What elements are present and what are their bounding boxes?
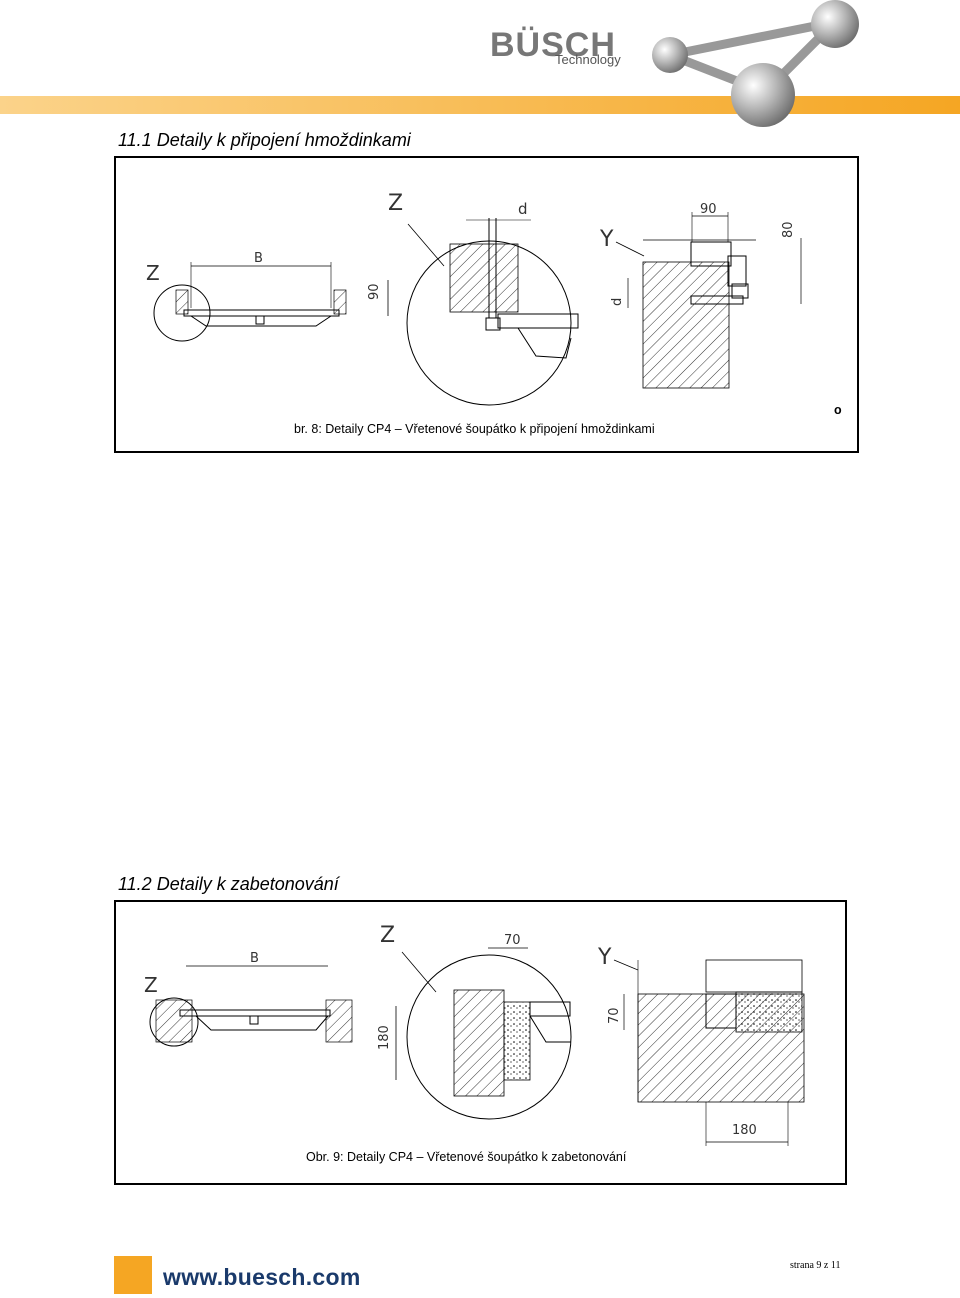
drawing-dowel-connection: Z B 90 Z d Y 90 bbox=[146, 191, 802, 406]
logo-ball-right bbox=[811, 0, 859, 48]
label-z-small: Z bbox=[146, 261, 160, 285]
footer-website-link[interactable]: www.buesch.com bbox=[163, 1264, 361, 1290]
detail-circle-z-small bbox=[153, 284, 211, 342]
label-y: Y bbox=[599, 227, 614, 252]
label-z-large: Z bbox=[388, 191, 403, 216]
label-w180: 180 bbox=[732, 1123, 757, 1138]
footer-accent-square bbox=[114, 1256, 152, 1294]
label-h70: 70 bbox=[607, 1007, 622, 1024]
label-h80: 80 bbox=[781, 221, 796, 238]
label-d2: d bbox=[610, 298, 625, 306]
label-z-small-2: Z bbox=[144, 973, 158, 997]
label-h180: 180 bbox=[377, 1025, 392, 1050]
section-heading-dowel: 11.1 Detaily k připojení hmoždinkami bbox=[118, 130, 411, 150]
figure-dowel-details: Z B 90 Z d Y 90 bbox=[114, 156, 859, 453]
label-z-large-2: Z bbox=[380, 923, 395, 948]
label-h90: 90 bbox=[367, 283, 382, 300]
label-d1: d bbox=[518, 200, 528, 218]
logo-ball-bottom bbox=[731, 63, 795, 127]
header bbox=[0, 0, 960, 127]
drawing-concreting: Z B 180 Z 70 Y 70 180 bbox=[144, 923, 805, 1146]
logo-wordmark: BÜSCH bbox=[490, 26, 616, 64]
logo-ball-left bbox=[652, 37, 688, 73]
page-number: strana 9 z 11 bbox=[790, 1260, 841, 1271]
figure-concreting-details: Z B 180 Z 70 Y 70 180 Obr. 9: Detai bbox=[114, 900, 847, 1185]
label-b: B bbox=[254, 251, 263, 266]
logo-tagline: Technology bbox=[555, 52, 621, 67]
label-w70: 70 bbox=[504, 933, 521, 948]
label-w90: 90 bbox=[700, 202, 717, 217]
label-b-2: B bbox=[250, 951, 259, 966]
header-band-graphic bbox=[0, 0, 960, 127]
figure-caption-dowel: br. 8: Detaily CP4 – Vřetenové šoupátko … bbox=[294, 422, 655, 436]
figure-caption-concreting: Obr. 9: Detaily CP4 – Vřetenové šoupátko… bbox=[306, 1150, 627, 1164]
corner-mark: o bbox=[834, 403, 842, 417]
label-y-2: Y bbox=[597, 945, 612, 970]
section-heading-concreting: 11.2 Detaily k zabetonování bbox=[118, 874, 339, 894]
